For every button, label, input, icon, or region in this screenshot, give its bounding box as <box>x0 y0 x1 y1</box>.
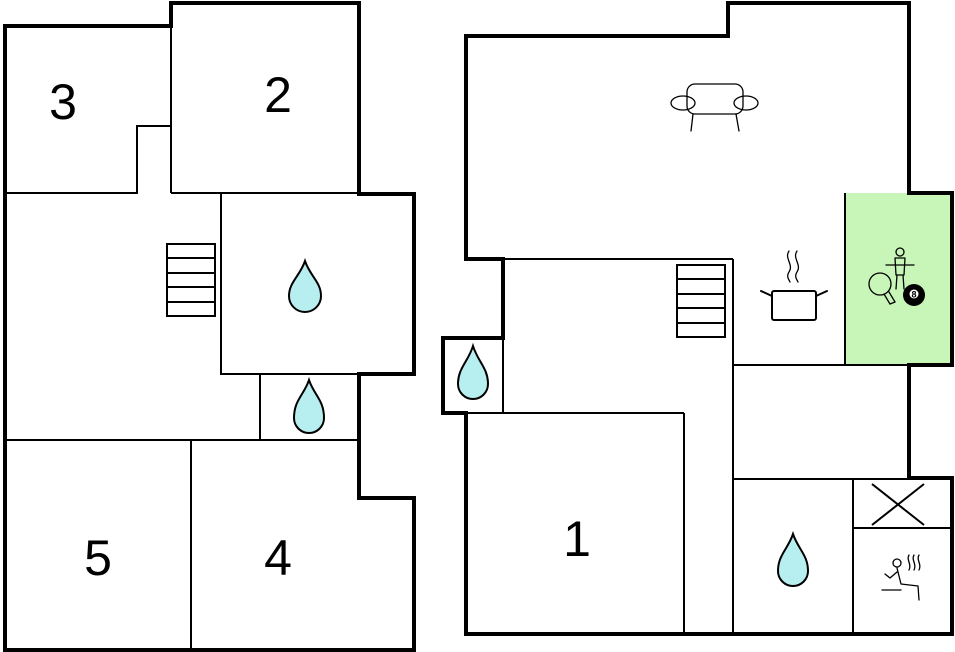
water-drop-icon <box>287 257 323 313</box>
water-drop-icon <box>776 530 810 587</box>
table-tennis-foosball-billiards-icon: 8 <box>868 247 925 306</box>
cooking-pot-icon <box>760 250 828 321</box>
room-number-4: 4 <box>264 530 292 586</box>
left-outer-wall <box>3 1 416 652</box>
room-number-3: 3 <box>49 74 77 130</box>
sofa-icon <box>670 83 759 132</box>
floor-plan-right: 8 1 <box>441 1 954 636</box>
stairs-icon <box>166 243 216 317</box>
sauna-icon <box>881 554 921 601</box>
billiard-ball-number: 8 <box>911 290 916 300</box>
room-number-2: 2 <box>264 67 292 123</box>
activity-room <box>845 193 952 365</box>
water-drop-icon <box>456 342 490 400</box>
right-interior-walls <box>466 193 952 634</box>
water-drop-icon <box>292 376 326 434</box>
open-void-cross-icon <box>871 483 925 526</box>
left-interior-walls <box>5 26 359 650</box>
floor-plan-left: 3 2 5 4 <box>3 1 416 652</box>
room-number-1: 1 <box>563 511 591 567</box>
stairs-icon <box>676 264 726 338</box>
room-number-5: 5 <box>84 530 112 586</box>
